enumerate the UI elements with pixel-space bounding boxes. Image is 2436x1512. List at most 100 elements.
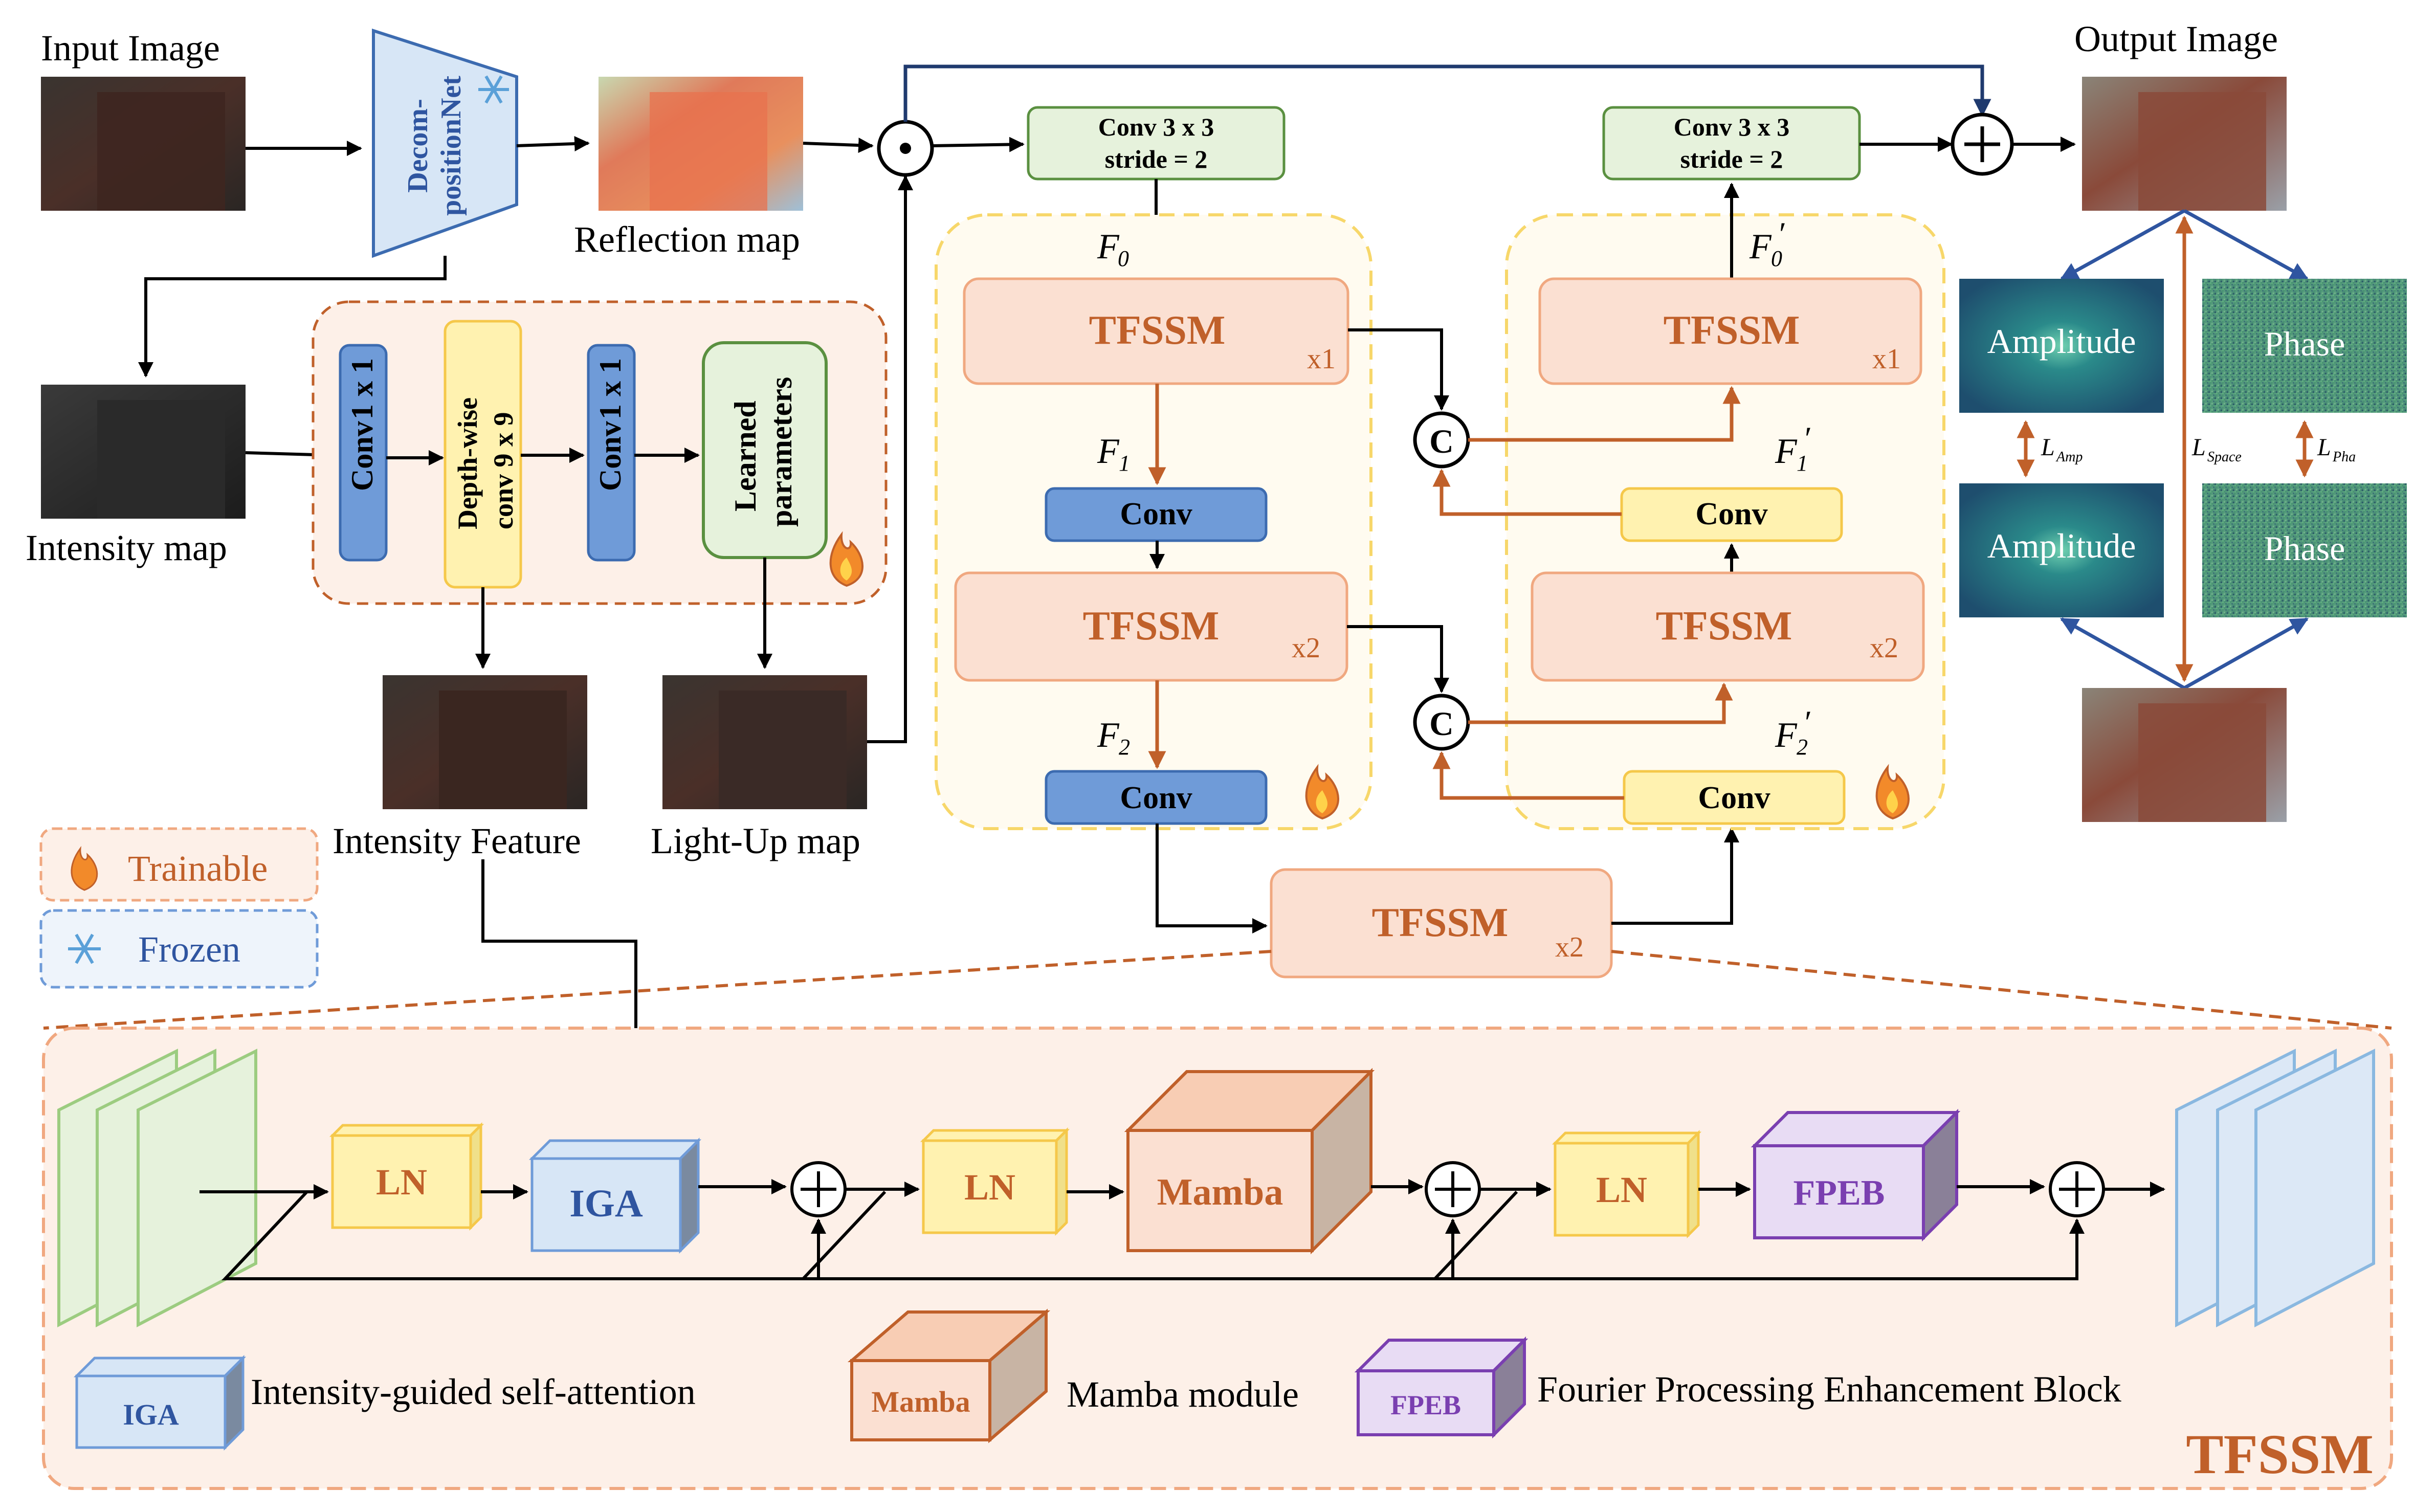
- svg-text:Depth-wise: Depth-wise: [452, 397, 483, 529]
- arrow-reflection-to-multiply: [803, 138, 874, 153]
- input-image-label: Input Image: [41, 28, 220, 69]
- f0-prime-label: F: [1749, 227, 1772, 266]
- snowflake-icon: [68, 933, 101, 964]
- output-image-thumbnail: [2082, 77, 2287, 211]
- svg-text:x2: x2: [1870, 632, 1898, 664]
- intensity-feature-thumbnail: [383, 675, 587, 809]
- residual-add-node: [1951, 113, 2014, 176]
- residual-arrow-3: [1431, 1190, 2085, 1280]
- svg-text:Conv: Conv: [1698, 781, 1770, 815]
- f1-prime-label: F: [1775, 432, 1798, 471]
- svg-text:FPEB: FPEB: [1390, 1390, 1461, 1420]
- svg-text:2: 2: [1119, 735, 1130, 760]
- arrow-decconv-b-to-concat: [1432, 751, 1624, 800]
- legend-trainable: Trainable: [39, 827, 319, 902]
- reflection-map-label: Reflection map: [574, 219, 800, 260]
- phase-spectrum-bottom: Phase: [2202, 483, 2407, 617]
- svg-text:Conv: Conv: [1695, 497, 1767, 531]
- arrow-bottleneck-to-decoder: [1611, 827, 1739, 925]
- svg-text:1 x 1: 1 x 1: [345, 358, 379, 419]
- arrow-skip-enc2-to-concat: [1347, 625, 1449, 693]
- svg-text:IGA: IGA: [569, 1182, 643, 1225]
- arrow-concat-to-dec2: [1468, 682, 1733, 724]
- svg-text:Decom-: Decom-: [402, 99, 434, 192]
- svg-text:TFSSM: TFSSM: [1372, 900, 1509, 945]
- ln-block-3: LN: [1552, 1129, 1702, 1239]
- ground-truth-thumbnail: [2082, 688, 2287, 822]
- arrow-lightup-to-multiply: [867, 175, 913, 743]
- legend-iga: IGA: [73, 1354, 247, 1451]
- input-feature-stack: [57, 1049, 257, 1327]
- intensity-map-thumbnail: [41, 385, 246, 519]
- svg-text:LN: LN: [376, 1162, 427, 1203]
- decoder-tfssm-2: TFSSM x2: [1531, 571, 1925, 682]
- bottleneck-tfssm: TFSSM x2: [1270, 868, 1613, 979]
- arrow-output-to-phase: [2183, 209, 2309, 281]
- f2-prime-label: F: [1775, 716, 1798, 755]
- svg-text:FPEB: FPEB: [1793, 1173, 1885, 1213]
- light-up-map-thumbnail: [662, 675, 867, 809]
- f2-label: F: [1097, 716, 1120, 755]
- legend-mamba: Mamba: [847, 1308, 1051, 1443]
- flame-icon: [829, 531, 863, 587]
- legend-frozen: Frozen: [39, 909, 319, 989]
- arrow-concat-to-dec1: [1468, 386, 1741, 442]
- elementwise-multiply-node: [877, 120, 934, 177]
- svg-text:′: ′: [1805, 420, 1812, 456]
- svg-text:Conv: Conv: [1120, 497, 1192, 531]
- svg-text:Frozen: Frozen: [138, 929, 240, 970]
- decoder-conv-b: Conv: [1623, 770, 1846, 825]
- flame-icon: [1305, 764, 1339, 820]
- svg-text:Amplitude: Amplitude: [1987, 322, 2136, 361]
- svg-text:stride = 2: stride = 2: [1105, 145, 1208, 173]
- svg-text:TFSSM: TFSSM: [1664, 308, 1800, 353]
- arrow-gt-to-phase: [2183, 617, 2309, 690]
- flame-icon: [71, 846, 98, 891]
- encoder-tfssm-2: TFSSM x2: [954, 571, 1348, 682]
- depthwise-conv-block: Depth-wise conv 9 x 9: [444, 320, 522, 589]
- decoder-tfssm-1: TFSSM x1: [1538, 277, 1922, 385]
- iga-block: IGA: [528, 1137, 702, 1254]
- svg-text:IGA: IGA: [123, 1398, 179, 1431]
- learned-parameters-block: Learned parameters: [702, 341, 828, 559]
- svg-text:positionNet: positionNet: [435, 76, 467, 216]
- svg-text:′: ′: [1805, 704, 1812, 740]
- legend-fpeb: FPEB: [1354, 1336, 1529, 1439]
- svg-text:Phase: Phase: [2264, 324, 2345, 363]
- residual-arrow-1: [222, 1190, 826, 1280]
- output-feature-stack: [2175, 1049, 2375, 1327]
- svg-text:parameters: parameters: [764, 377, 798, 527]
- svg-text:Trainable: Trainable: [128, 848, 268, 889]
- svg-text:Amp: Amp: [2055, 449, 2083, 465]
- reflection-map-thumbnail: [599, 77, 803, 211]
- concat-node-2: C: [1413, 694, 1470, 751]
- decomposition-net: Decom- positionNet: [372, 28, 518, 258]
- concat-node-1: C: [1413, 411, 1470, 469]
- svg-text:1 x 1: 1 x 1: [593, 358, 627, 419]
- intensity-map-label: Intensity map: [26, 527, 227, 568]
- encoder-stride-conv: Conv 3 x 3 stride = 2: [1027, 106, 1286, 181]
- svg-text:1: 1: [1119, 451, 1130, 476]
- svg-text:x1: x1: [1307, 343, 1336, 375]
- svg-text:Space: Space: [2207, 449, 2242, 465]
- input-image-thumbnail: [41, 77, 246, 211]
- conv1x1-block-a: Conv 1 x 1: [339, 344, 388, 562]
- add-node-2: [1425, 1161, 1481, 1217]
- svg-text:0: 0: [1771, 246, 1782, 271]
- svg-text:TFSSM: TFSSM: [1089, 308, 1226, 353]
- amplitude-loss-label: L: [2041, 434, 2055, 461]
- flame-icon: [1875, 764, 1910, 820]
- arrow-decom-to-reflection: [516, 136, 590, 151]
- arrow-skip-enc1-to-concat: [1348, 328, 1449, 411]
- zoom-line-right: [1611, 950, 2392, 1030]
- encoder-conv-b: Conv: [1045, 770, 1268, 825]
- light-up-map-label: Light-Up map: [651, 820, 860, 861]
- svg-text:C: C: [1429, 423, 1454, 460]
- fpeb-block: FPEB: [1751, 1108, 1961, 1242]
- svg-text:Mamba: Mamba: [871, 1385, 970, 1418]
- svg-text:Conv: Conv: [593, 421, 627, 491]
- space-loss-label: L: [2191, 434, 2206, 461]
- conv1x1-block-b: Conv 1 x 1: [587, 344, 636, 562]
- snowflake-icon: [478, 75, 509, 104]
